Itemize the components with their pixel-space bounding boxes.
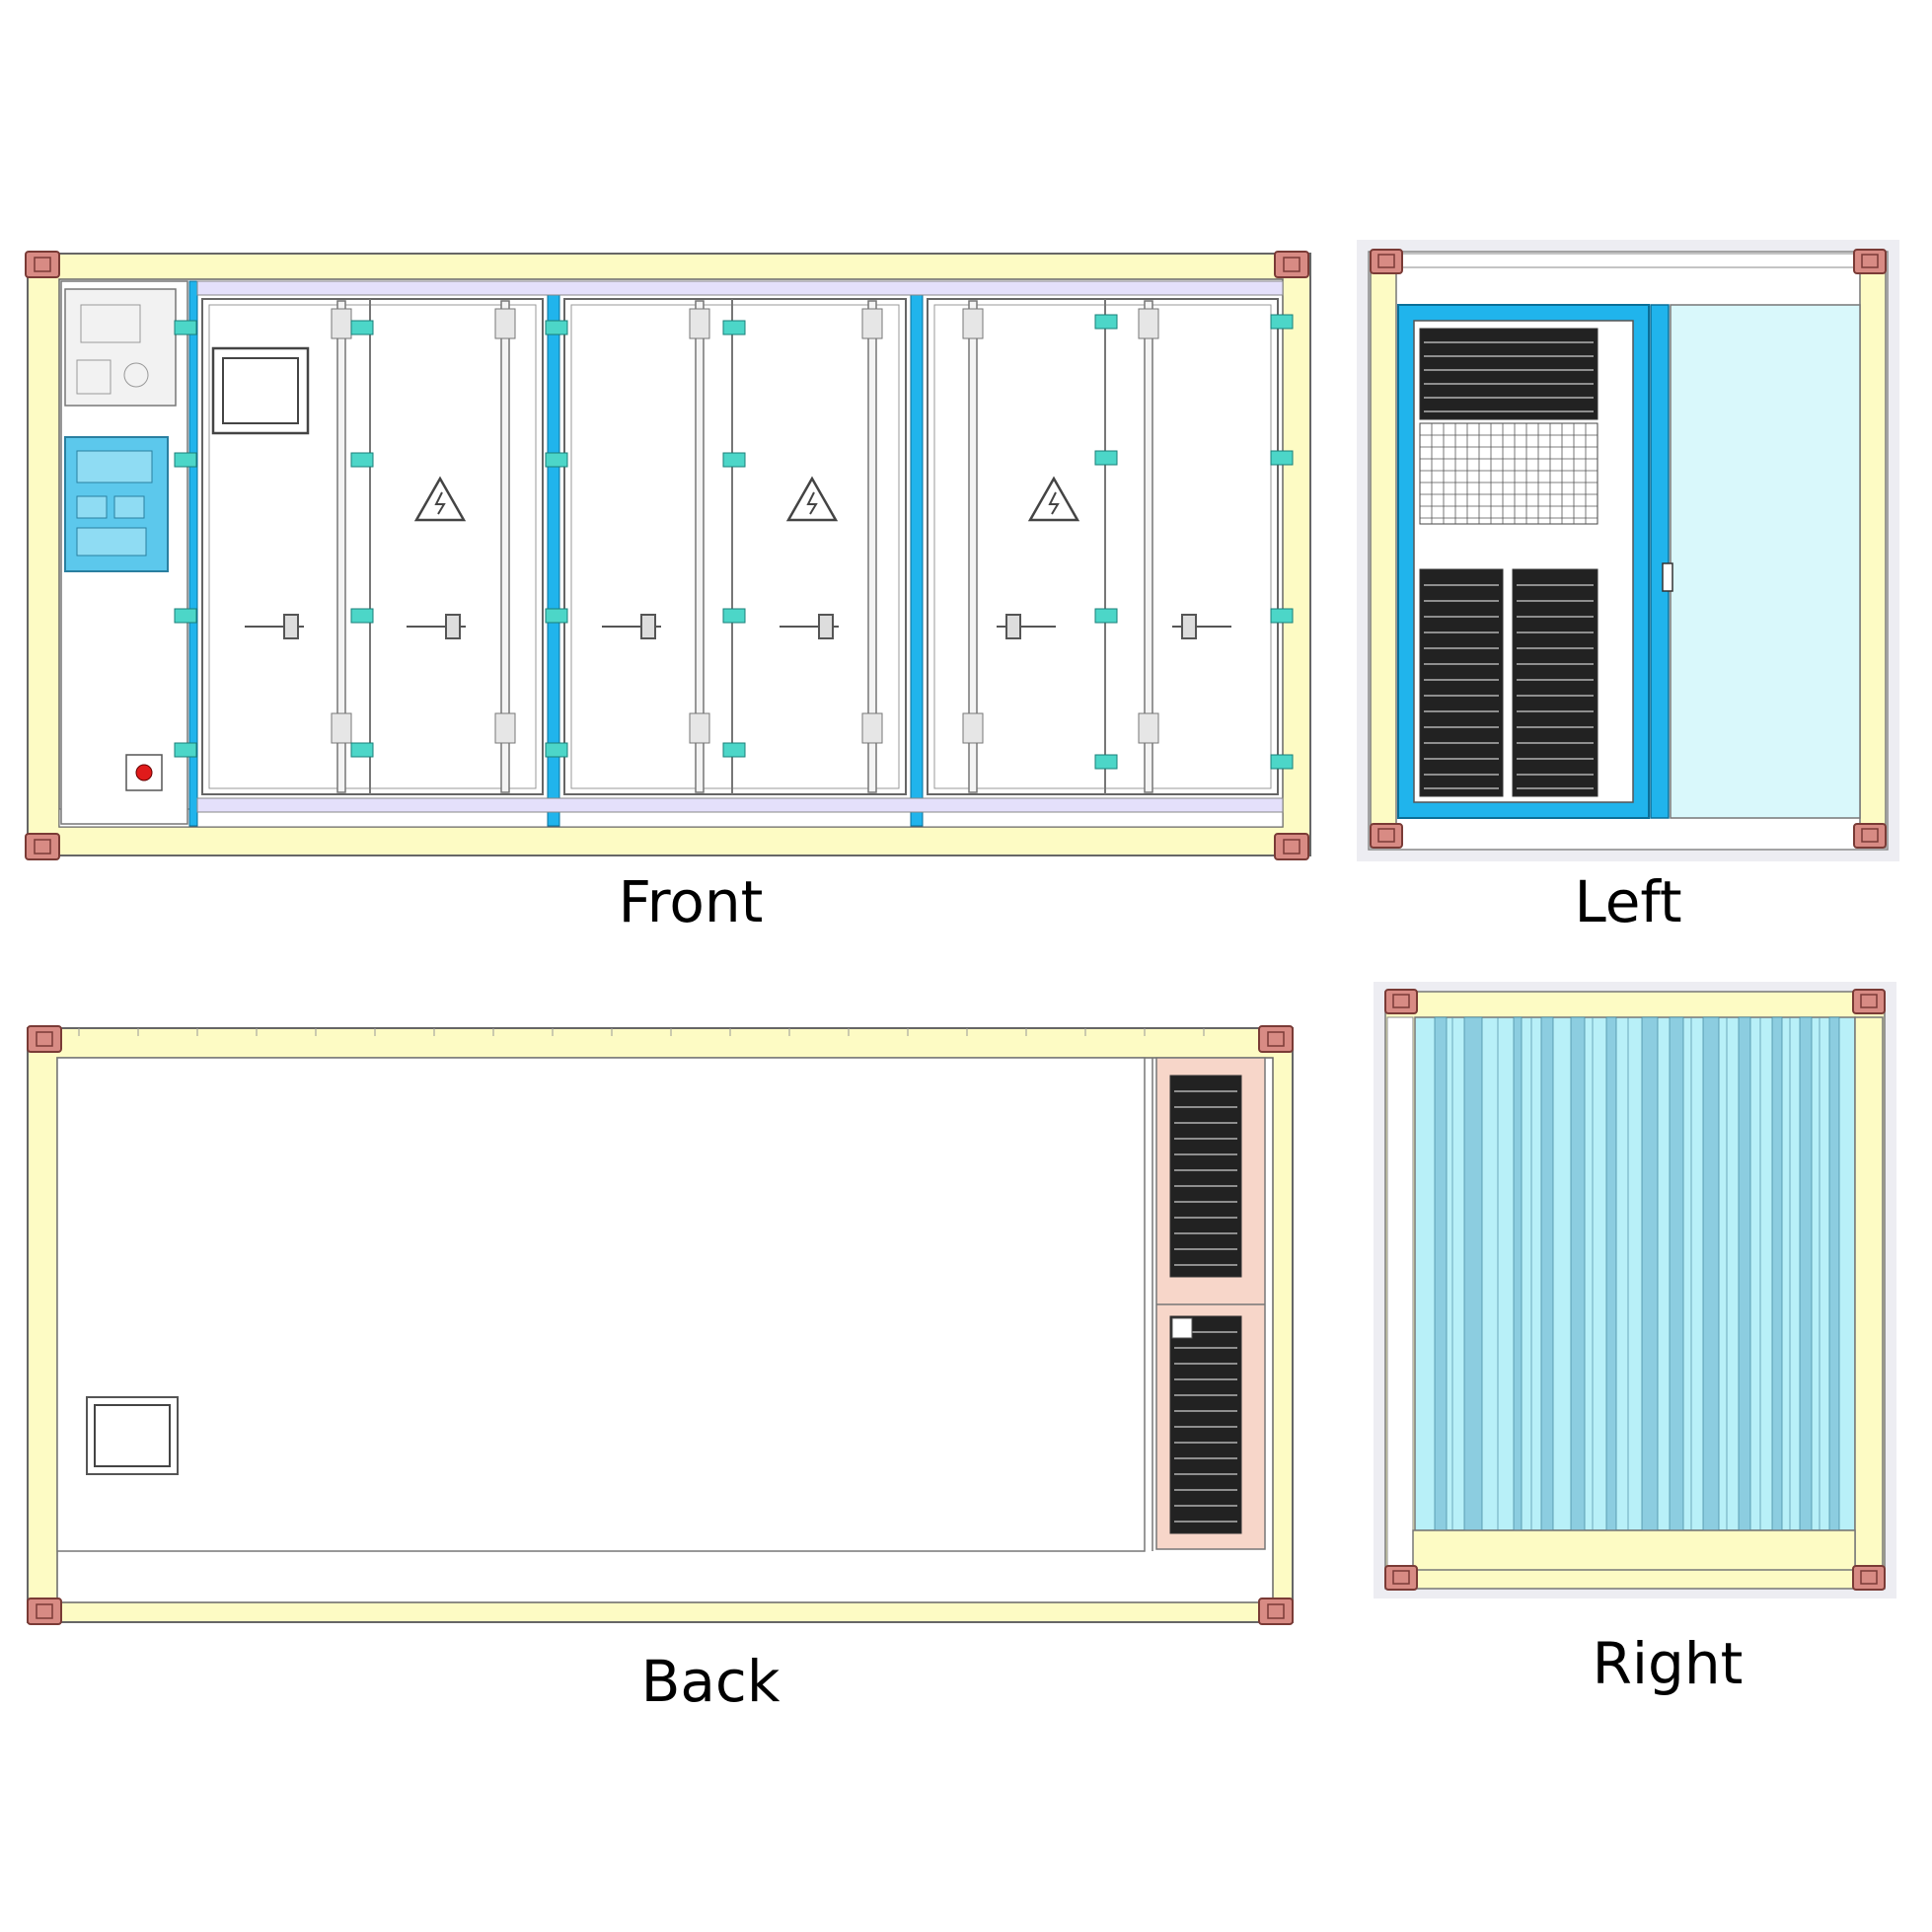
meter-panel xyxy=(64,288,177,407)
door-handle-icon xyxy=(245,614,1231,639)
back-view xyxy=(27,1025,1294,1625)
right-label: Right xyxy=(1592,1630,1744,1697)
front-view xyxy=(25,251,1311,860)
access-window xyxy=(86,1396,179,1475)
high-voltage-warning-icon xyxy=(413,476,1080,522)
door-handle-icon xyxy=(1662,562,1673,592)
front-label: Front xyxy=(618,868,764,935)
access-window xyxy=(211,346,310,435)
left-label: Left xyxy=(1574,868,1682,935)
left-view xyxy=(1357,240,1899,861)
back-label: Back xyxy=(640,1648,780,1715)
right-view xyxy=(1374,982,1896,1598)
